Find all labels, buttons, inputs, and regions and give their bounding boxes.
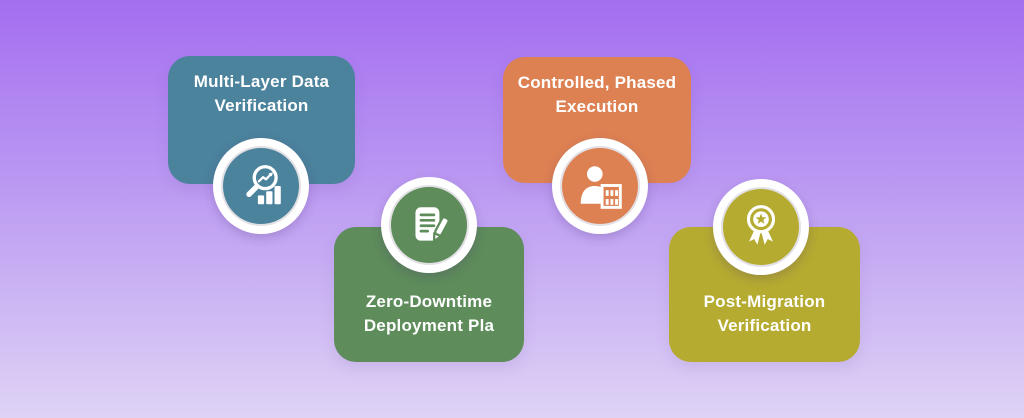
card-controlled-phased-execution: Controlled, Phased Execution: [503, 57, 691, 234]
card-title-line: Deployment Pla: [363, 316, 495, 335]
card-title: Zero-Downtime Deployment Pla: [334, 290, 524, 338]
card-title-line: Verification: [717, 316, 812, 335]
icon-badge: [381, 177, 477, 273]
card-title-line: Post-Migration: [703, 292, 826, 311]
icon-badge: [713, 179, 809, 275]
icon-badge: [213, 138, 309, 234]
icon-disc: [562, 148, 638, 224]
card-title-line: Controlled, Phased: [517, 73, 677, 92]
medal-star-icon: [746, 205, 776, 245]
icon-disc: [391, 187, 467, 263]
card-title-line: Verification: [214, 96, 309, 115]
document-pencil-icon: [415, 207, 450, 243]
card-title: Controlled, Phased Execution: [503, 71, 691, 119]
card-multi-layer-data-verification: Multi-Layer Data Verification: [168, 56, 355, 234]
card-title: Multi-Layer Data Verification: [168, 70, 355, 118]
icon-badge: [552, 138, 648, 234]
card-post-migration-verification: Post-Migration Verification: [669, 179, 860, 362]
card-title: Post-Migration Verification: [669, 290, 860, 338]
card-title-line: Execution: [555, 97, 639, 116]
person-plan-board-icon: [580, 166, 622, 209]
icon-disc: [723, 189, 799, 265]
icon-disc: [223, 148, 299, 224]
card-title-line: Zero-Downtime: [365, 292, 493, 311]
card-title-line: Multi-Layer Data: [193, 72, 330, 91]
card-zero-downtime-deployment-plan: Zero-Downtime Deployment Pla: [334, 177, 524, 362]
magnifier-bar-chart-icon: [246, 165, 281, 205]
